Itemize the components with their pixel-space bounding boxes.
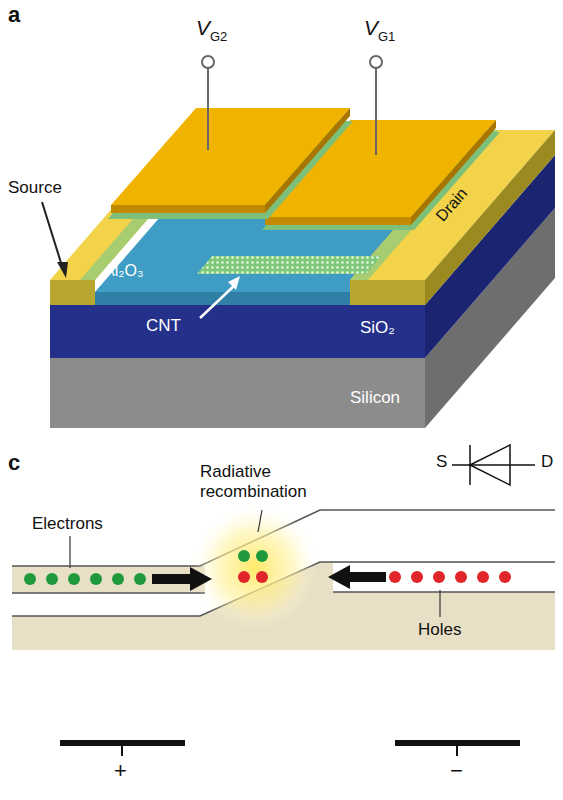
hole-dots-part	[256, 571, 268, 583]
gate-2	[108, 108, 353, 219]
polarity-sign: +	[114, 758, 127, 783]
flow-arrows-part	[190, 567, 212, 591]
terminal-label: S	[436, 452, 447, 472]
band-diagram-part	[333, 563, 555, 592]
bias-terminals-part	[60, 740, 185, 746]
carrier-label: Electrons	[32, 514, 103, 534]
hole-dots	[238, 571, 511, 583]
gate-terminals-part	[202, 56, 214, 68]
panel-letter: a	[8, 2, 20, 27]
gate-1-part	[411, 120, 496, 225]
bias-terminals-part	[456, 746, 458, 756]
band-diagram-part	[193, 506, 317, 630]
gate-terminals-part	[207, 68, 209, 150]
hole-dots-part	[389, 571, 401, 583]
band-diagram-part	[12, 566, 205, 593]
panel-letter: c	[8, 450, 20, 475]
polarity-sign: −	[450, 758, 463, 783]
terminal-label: D	[541, 452, 553, 472]
leader-arrows-part	[57, 262, 68, 278]
diode-symbol-part	[470, 445, 510, 485]
part-label: CNT	[146, 316, 181, 336]
band-diagram-part	[12, 592, 205, 594]
drain-electrode-part	[350, 280, 425, 305]
leader-arrows-part	[228, 276, 240, 290]
hole-dots-part	[238, 571, 250, 583]
carrier-label: Holes	[418, 620, 461, 640]
process-label: Radiative recombination	[200, 462, 370, 501]
leader-arrows	[42, 202, 240, 318]
al2o3-layer-part	[95, 292, 350, 305]
leader-lines	[70, 510, 440, 617]
electron-dots-part	[112, 573, 124, 585]
hole-dots-part	[433, 571, 445, 583]
bias-terminals-part	[121, 746, 123, 756]
electron-dots-part	[238, 550, 250, 562]
hole-dots-part	[455, 571, 467, 583]
hole-dots-part	[477, 571, 489, 583]
leader-lines-part	[258, 510, 262, 532]
bias-terminals-part	[395, 740, 520, 746]
sio2-layer-part	[50, 305, 425, 358]
hole-dots-part	[499, 571, 511, 583]
gate-terminals-part	[375, 68, 377, 155]
flow-arrows-part	[152, 574, 192, 584]
leader-lines-part	[439, 590, 440, 617]
layer-label: Silicon	[350, 388, 400, 408]
gate-2-part	[111, 205, 265, 213]
layer-label: Al₂O₃	[104, 262, 143, 280]
source-electrode-part	[50, 280, 95, 305]
electron-dots-part	[90, 573, 102, 585]
gate-2-part	[265, 108, 350, 213]
electron-dots-part	[134, 573, 146, 585]
gate-voltage-symbol: V	[364, 16, 378, 40]
bias-terminals	[60, 740, 520, 756]
hole-dots-part	[411, 571, 423, 583]
electrode-label: Source	[8, 178, 62, 198]
diode-symbol	[452, 445, 535, 485]
electron-dots	[24, 550, 268, 585]
flow-arrows-part	[328, 565, 350, 589]
silicon-substrate-part	[50, 358, 425, 428]
electron-dots-part	[46, 573, 58, 585]
cnt-channel-part	[197, 256, 381, 274]
layer-label: SiO₂	[360, 318, 395, 338]
electron-dots-part	[68, 573, 80, 585]
gate-1-part	[265, 217, 411, 225]
band-diagram-part	[333, 591, 555, 593]
gate-voltage-subscript: G1	[378, 30, 395, 45]
gate-voltage-subscript: G2	[210, 30, 227, 45]
leader-lines-part	[69, 536, 70, 568]
gate-voltage-symbol: V	[196, 16, 210, 40]
flow-arrows	[152, 565, 386, 591]
gate-terminals	[202, 56, 382, 155]
diode-symbol-part	[452, 464, 535, 466]
flow-arrows-part	[348, 572, 386, 582]
band-diagram	[12, 506, 555, 650]
leader-arrows-part	[42, 202, 62, 266]
leader-arrows-part	[200, 284, 236, 318]
electron-dots-part	[256, 550, 268, 562]
gate-terminals-part	[370, 56, 382, 68]
electron-dots-part	[24, 573, 36, 585]
cnt-channel	[197, 256, 381, 274]
